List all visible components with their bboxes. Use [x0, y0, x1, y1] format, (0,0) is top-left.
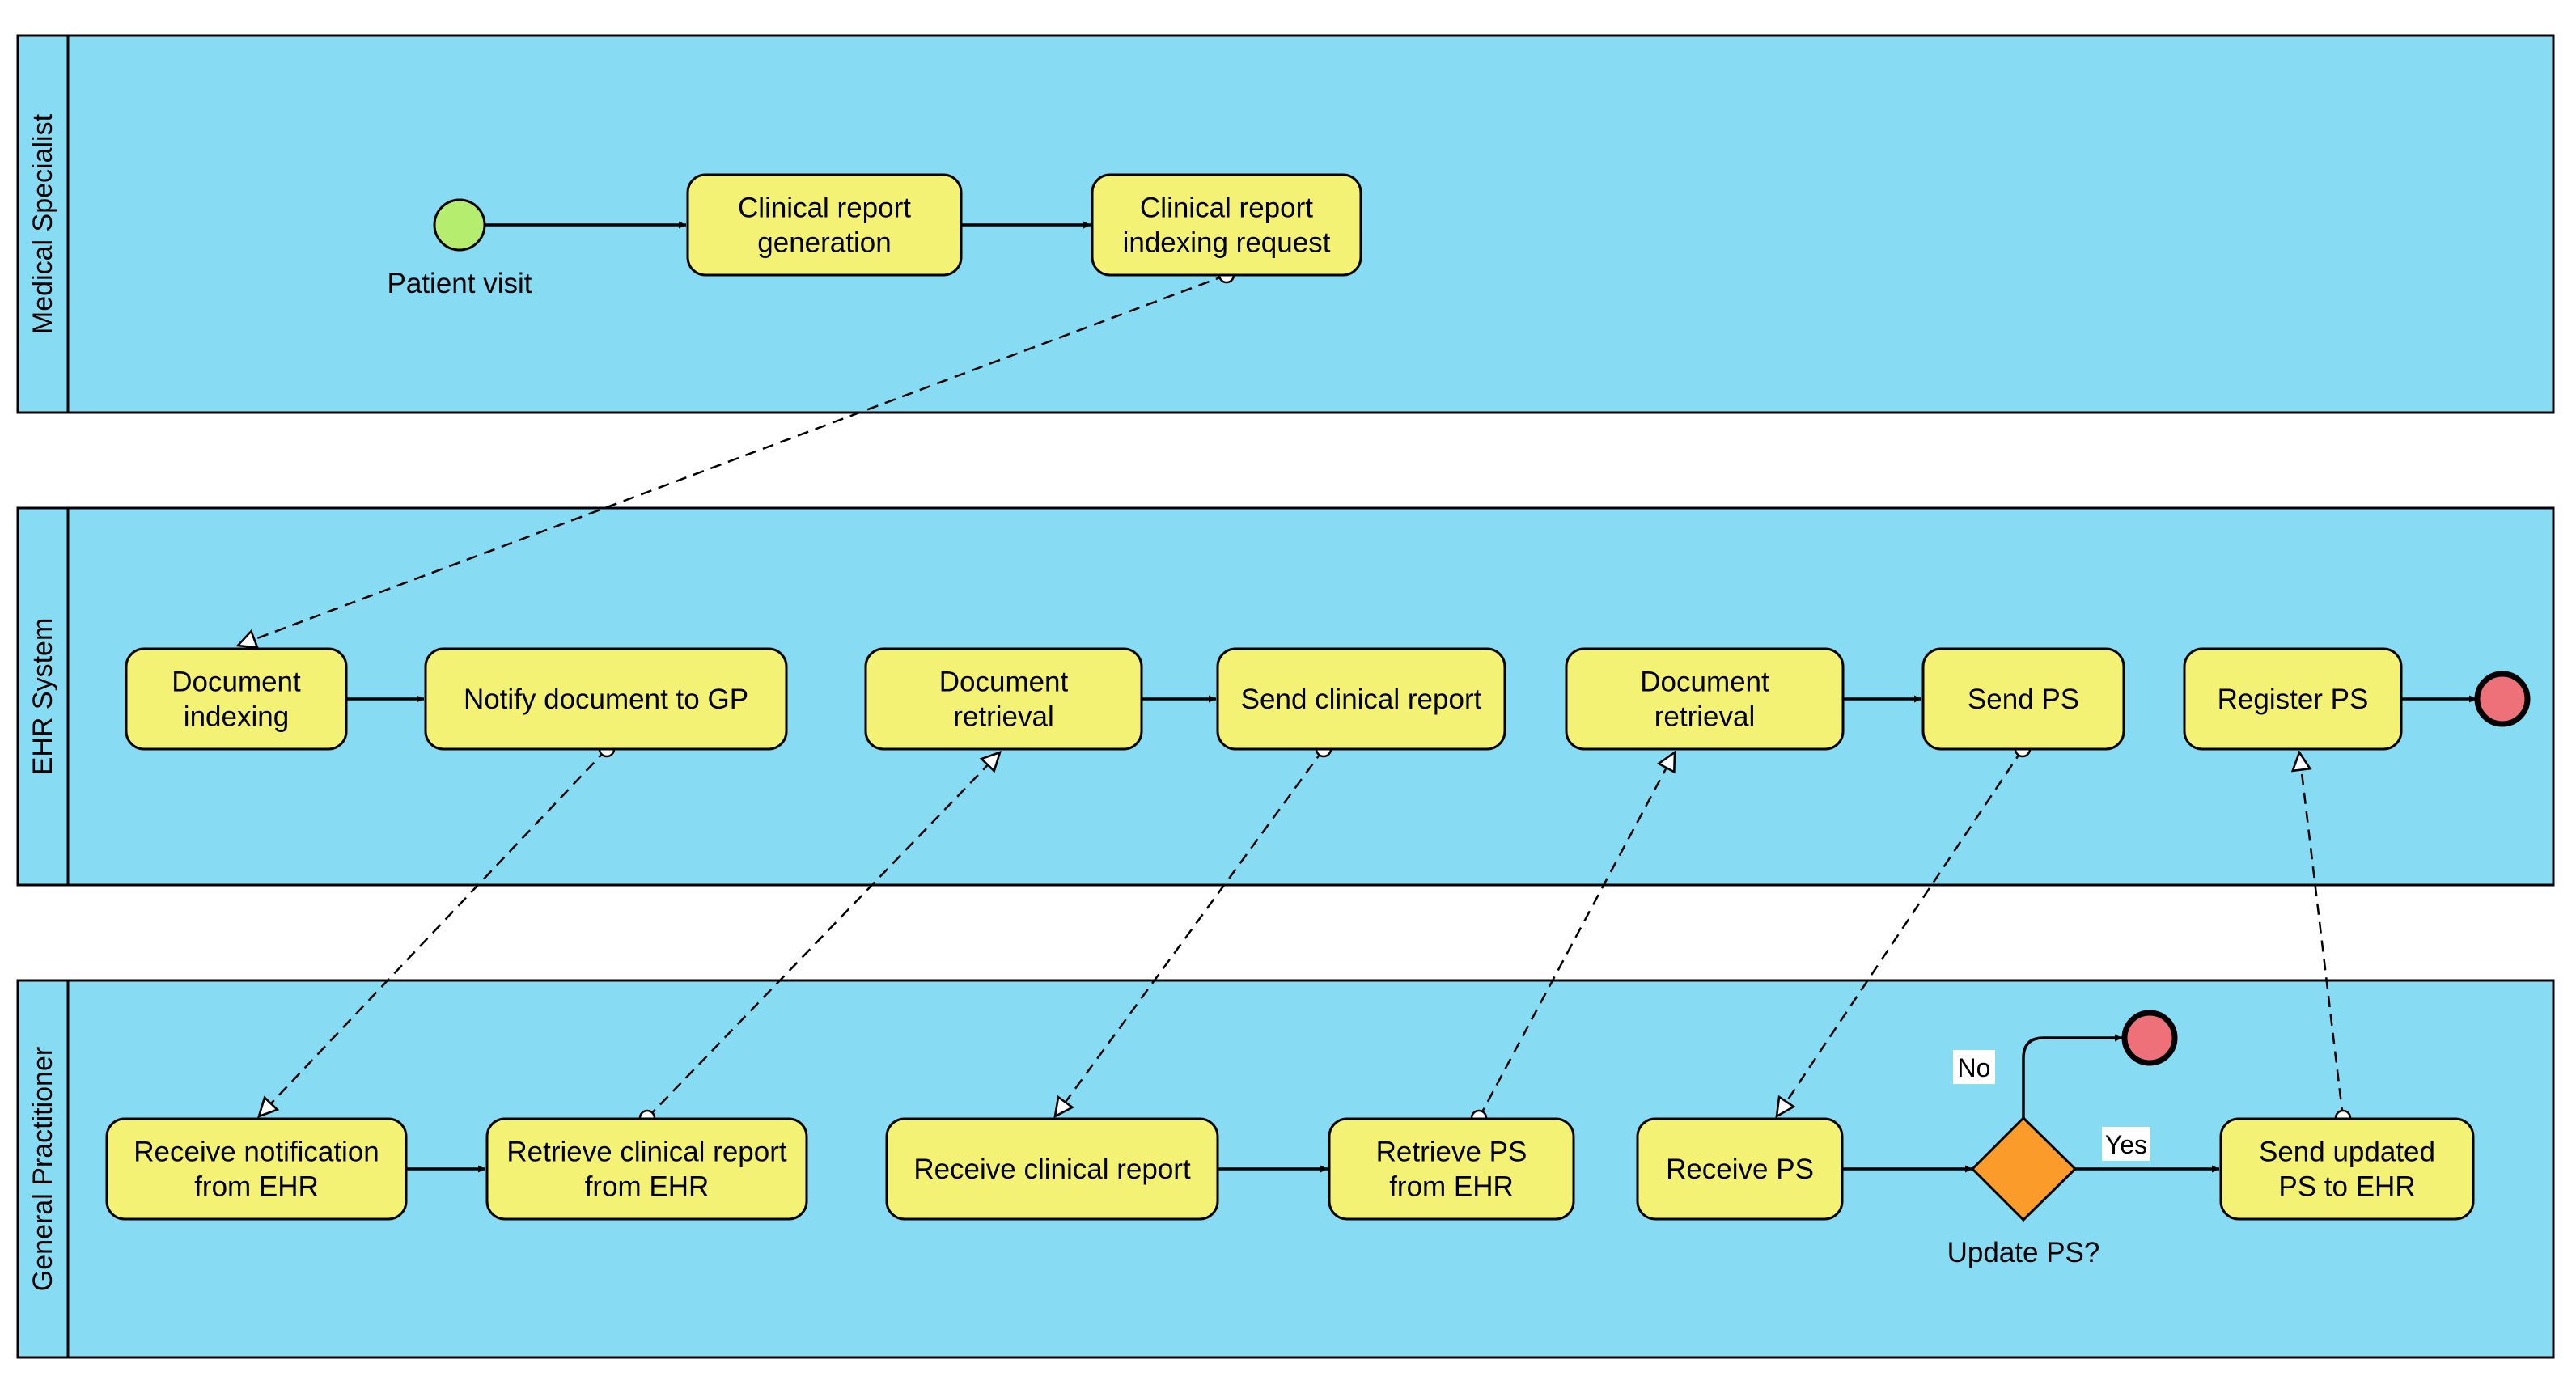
task-box: [105, 1117, 408, 1221]
gateway-diamond: [1970, 1116, 2078, 1222]
task-box: [424, 647, 788, 751]
message-retrieve-to-retrieval: [646, 752, 1000, 1119]
pool-ehr-system-label: EHR System: [28, 618, 58, 776]
task-box: [2183, 647, 2403, 751]
task-label-line: Clinical report: [738, 193, 911, 224]
message-notify-to-receive-notification: [259, 748, 608, 1116]
task-label-line: Send clinical report: [1241, 684, 1482, 715]
message-retrieve-ps-to-retrieval: [1477, 752, 1675, 1119]
end-event-gp-circle: [2121, 1010, 2178, 1066]
task-label-line: Send updated: [2259, 1137, 2435, 1168]
task-box: [1328, 1117, 1575, 1221]
start-event-label: Patient visit: [388, 268, 532, 299]
task-send-ps: Send PS: [1921, 647, 2125, 751]
task-label-line: retrieval: [1654, 701, 1755, 733]
task-box: [885, 1117, 1219, 1221]
pool-medical-specialist-header: [16, 34, 70, 414]
task-label-line: Document: [172, 667, 301, 698]
gateway-no-label: No: [1958, 1053, 1991, 1082]
message-indexing-request-to-indexing: [238, 273, 1227, 646]
task-label-line: retrieval: [953, 701, 1053, 733]
gateway-yes-label: Yes: [2105, 1130, 2147, 1159]
task-send-clinical-report: Send clinical report: [1216, 647, 1506, 751]
task-label-line: Register PS: [2218, 684, 2369, 715]
end-event-gp: [2121, 1010, 2178, 1066]
message-send-report-to-receive-report: [1055, 748, 1325, 1116]
task-label-line: Document: [939, 667, 1069, 698]
task-label-line: from EHR: [585, 1171, 710, 1203]
task-label-line: Send PS: [1968, 684, 2079, 715]
task-box: [1091, 173, 1362, 277]
gateway-label: Update PS?: [1947, 1237, 2100, 1268]
task-box: [1636, 1117, 1844, 1221]
task-label-line: Clinical report: [1140, 193, 1313, 224]
start-event: Patient visit: [388, 198, 532, 299]
task-box: [2219, 1117, 2475, 1221]
start-event-circle: [433, 198, 486, 252]
task-box: [1921, 647, 2125, 751]
task-receive-ps: Receive PS: [1636, 1117, 1844, 1221]
gateway-yes-label-bg: [2102, 1127, 2150, 1161]
gateway-no-label-bg: [1953, 1050, 1995, 1084]
task-box: [1565, 647, 1845, 751]
task-box: [864, 647, 1143, 751]
pool-ehr-system-header: [16, 506, 70, 887]
end-event-ehr: [2474, 671, 2531, 727]
task-label-line: Receive notification: [133, 1137, 379, 1168]
task-label-line: Retrieve clinical report: [506, 1137, 787, 1168]
task-label-line: Retrieve PS: [1376, 1137, 1527, 1168]
pool-medical-specialist-label: Medical Specialist: [28, 113, 58, 334]
gateway-update-ps: Update PS? No Yes: [1947, 1050, 2150, 1268]
end-event-ehr-circle: [2474, 671, 2531, 727]
task-label-line: indexing request: [1123, 227, 1331, 259]
task-label-line: Receive clinical report: [913, 1154, 1191, 1185]
flow-gateway-no: [2022, 1034, 2122, 1118]
task-label-line: indexing: [184, 701, 289, 733]
message-send-updated-to-register: [2299, 752, 2345, 1119]
sequence-flows: [346, 221, 2476, 1173]
pool-general-practitioner-label: General Practitioner: [28, 1047, 58, 1291]
task-box: [1216, 647, 1506, 751]
task-box: [125, 647, 348, 751]
task-label-line: from EHR: [1389, 1171, 1514, 1203]
task-label-line: generation: [757, 227, 891, 259]
task-box: [485, 1117, 808, 1221]
task-box: [686, 173, 963, 277]
task-receive-clinical-report: Receive clinical report: [885, 1117, 1219, 1221]
pool-general-practitioner-header: [16, 979, 70, 1359]
task-notify-document-to-gp: Notify document to GP: [424, 647, 788, 751]
task-label-line: Receive PS: [1666, 1154, 1814, 1185]
task-label-line: from EHR: [194, 1171, 319, 1203]
task-label-line: Notify document to GP: [464, 684, 748, 715]
task-register-ps: Register PS: [2183, 647, 2403, 751]
task-label-line: Document: [1640, 667, 1769, 698]
task-label-line: PS to EHR: [2278, 1171, 2415, 1203]
